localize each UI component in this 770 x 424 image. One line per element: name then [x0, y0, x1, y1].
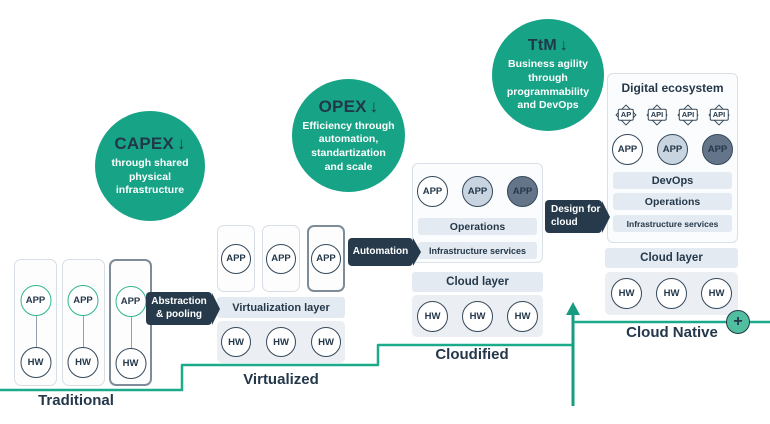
traditional-server-card-highlighted: APP HW	[109, 259, 152, 386]
app-node: APP	[20, 285, 51, 316]
app-hw-connector	[35, 316, 37, 347]
api-label: API	[678, 108, 698, 121]
badge-line: Abstraction	[151, 296, 207, 307]
app-node: APP	[417, 176, 448, 207]
cloud-layer-bar: Cloud layer	[605, 248, 738, 268]
app-node-light: APP	[462, 176, 493, 207]
hw-node: HW	[701, 278, 732, 309]
cloudified-hw-panel: HW HW HW	[412, 295, 543, 337]
automation-badge: Automation	[348, 238, 413, 266]
vm-card: APP	[262, 225, 300, 292]
down-arrow-icon: ↓	[369, 96, 379, 116]
cloud-layer-bar: Cloud layer	[412, 272, 543, 292]
app-node: APP	[311, 243, 341, 274]
down-arrow-icon: ↓	[559, 37, 569, 55]
app-node: APP	[67, 285, 99, 316]
stage-label-cloud-native: Cloud Native	[626, 324, 718, 341]
stage-label-cloudified: Cloudified	[435, 346, 509, 363]
hw-node: HW	[417, 300, 448, 332]
abstraction-pooling-badge: Abstraction & pooling	[146, 292, 212, 325]
cloud-native-apps-row: APP APP APP	[608, 134, 737, 165]
cloudified-apps-row: APP APP APP	[413, 176, 542, 207]
capex-description: through shared physical infrastructure	[111, 157, 189, 197]
stage-label-virtualized: Virtualized	[243, 371, 319, 388]
infrastructure-services-bar: Infrastructure services	[613, 215, 732, 232]
api-badges-row: AP API API API	[608, 103, 737, 126]
api-label: AP	[617, 108, 635, 121]
app-hw-connector	[83, 316, 84, 347]
ttm-title: TtM↓	[527, 37, 569, 55]
api-badge: AP	[613, 103, 640, 126]
app-node: APP	[221, 243, 251, 274]
cloud-native-hw-panel: HW HW HW	[605, 272, 738, 315]
api-badge: API	[644, 103, 671, 126]
hw-node: HW	[20, 347, 51, 378]
badge-line: Design for	[551, 204, 601, 215]
hw-node: HW	[266, 327, 296, 357]
app-node-dark: APP	[702, 134, 733, 165]
traditional-stack-group: APP HW APP HW APP HW	[14, 259, 152, 386]
hw-node: HW	[507, 300, 538, 332]
api-label: API	[647, 108, 667, 121]
vm-card-highlighted: APP	[307, 225, 345, 292]
hw-node: HW	[656, 278, 687, 309]
api-badge: API	[675, 103, 702, 126]
digital-ecosystem-panel: Digital ecosystem AP API API API APP APP…	[607, 73, 738, 243]
vm-card: APP	[217, 225, 255, 292]
badge-line: Automation	[352, 245, 409, 257]
app-node: APP	[612, 134, 643, 165]
capex-benefit-circle: CAPEX↓ through shared physical infrastru…	[95, 111, 205, 221]
stage-label-traditional: Traditional	[38, 392, 114, 409]
traditional-server-card: APP HW	[14, 259, 57, 386]
api-badge: API	[706, 103, 733, 126]
hw-node: HW	[67, 347, 99, 378]
opex-benefit-circle: OPEX↓ Efficiency through automation, sta…	[292, 79, 405, 192]
plus-icon: +	[726, 310, 750, 334]
badge-line: cloud	[551, 216, 578, 228]
ttm-benefit-circle: TtM↓ Business agility through programmab…	[492, 19, 604, 131]
virtualization-layer-bar: Virtualization layer	[217, 297, 345, 318]
app-node: APP	[115, 286, 146, 317]
traditional-server-card: APP HW	[61, 259, 105, 386]
app-node: APP	[266, 243, 296, 274]
app-node-dark: APP	[507, 176, 538, 207]
design-for-cloud-badge: Design for cloud	[545, 200, 602, 233]
digital-ecosystem-title: Digital ecosystem	[621, 81, 724, 95]
capex-title: CAPEX↓	[114, 134, 186, 154]
infrastructure-services-bar: Infrastructure services	[418, 242, 537, 259]
ttm-description: Business agility through programmability…	[506, 58, 590, 112]
cloudified-platform-panel: APP APP APP Operations Infrastructure se…	[412, 163, 543, 263]
hw-node: HW	[221, 327, 251, 357]
virtualized-vm-group: APP APP APP	[217, 225, 345, 292]
hw-node: HW	[611, 278, 642, 309]
operations-bar: Operations	[613, 193, 732, 210]
api-label: API	[709, 108, 729, 121]
virtualized-hw-panel: HW HW HW	[217, 321, 345, 363]
devops-bar: DevOps	[613, 172, 732, 189]
hw-node: HW	[462, 300, 493, 332]
app-hw-connector	[130, 317, 132, 348]
down-arrow-icon: ↓	[176, 134, 186, 154]
hw-node: HW	[311, 327, 341, 357]
opex-title: OPEX↓	[318, 96, 379, 116]
badge-line: & pooling	[155, 308, 203, 320]
operations-bar: Operations	[418, 218, 537, 235]
hw-node: HW	[115, 348, 146, 379]
growth-arrow-head-icon	[566, 302, 580, 315]
app-node-light: APP	[657, 134, 688, 165]
opex-description: Efficiency through automation, standarti…	[302, 119, 395, 173]
